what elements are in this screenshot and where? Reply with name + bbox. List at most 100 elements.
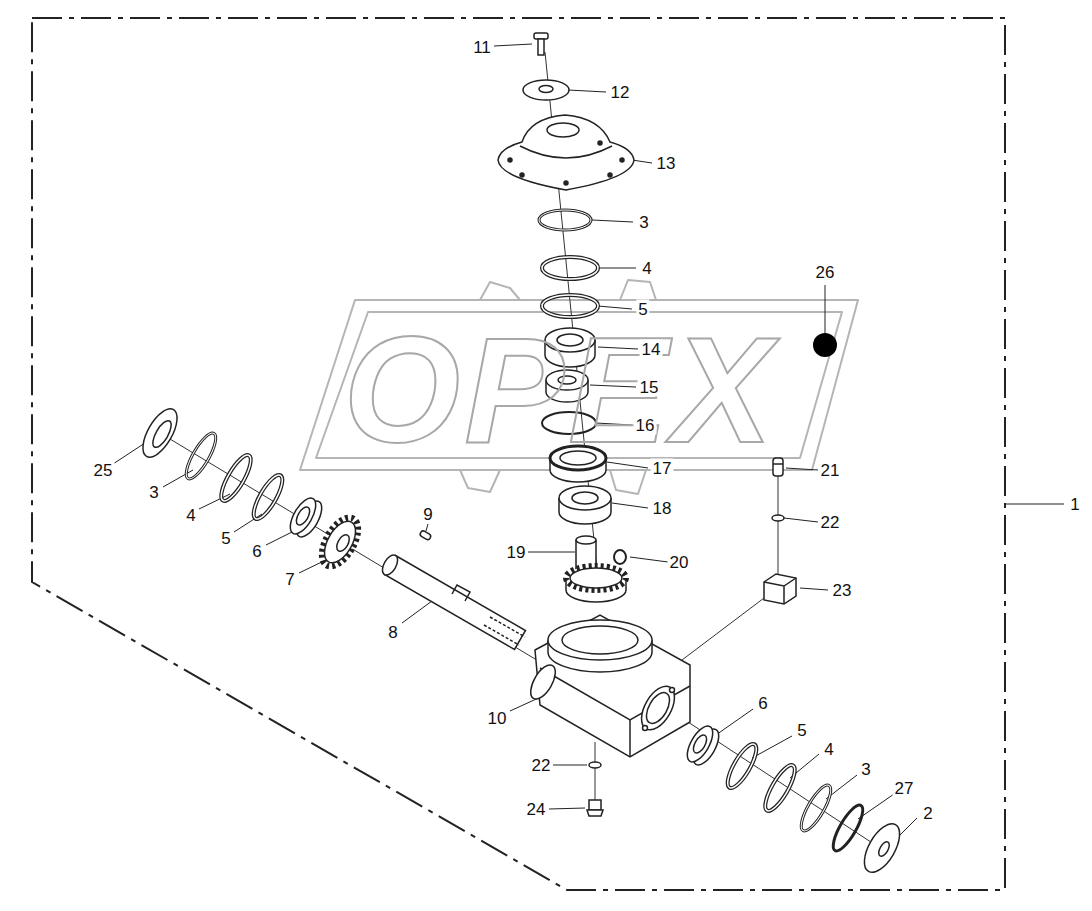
right-parts bbox=[760, 761, 800, 814]
callout-number: 9 bbox=[421, 505, 434, 524]
right-parts bbox=[796, 781, 836, 834]
part-drawing bbox=[572, 492, 598, 504]
fittings bbox=[772, 515, 784, 521]
shaft-parts bbox=[136, 404, 184, 463]
callout-number: 3 bbox=[859, 760, 872, 779]
callout-number: 21 bbox=[819, 461, 842, 480]
callout-number: 8 bbox=[386, 623, 399, 642]
shaft-parts bbox=[484, 625, 519, 645]
shaft-parts bbox=[452, 585, 470, 601]
shaft-parts bbox=[216, 451, 256, 504]
callout-number: 12 bbox=[609, 83, 632, 102]
gear-housing bbox=[635, 681, 682, 736]
axis-line bbox=[160, 52, 880, 848]
right-parts bbox=[723, 740, 762, 791]
callout-number: 15 bbox=[638, 378, 661, 397]
leader-line bbox=[113, 44, 917, 840]
leader-line bbox=[598, 306, 632, 309]
watermark-text: OPEX bbox=[344, 315, 777, 465]
part-drawing bbox=[570, 568, 622, 588]
part-drawing bbox=[520, 173, 524, 177]
fittings bbox=[587, 810, 603, 816]
callout-number: 4 bbox=[184, 506, 197, 525]
part-drawing bbox=[539, 86, 553, 93]
part-drawing bbox=[564, 181, 568, 185]
fittings bbox=[589, 800, 601, 810]
part-drawing bbox=[498, 115, 634, 190]
shaft-parts bbox=[181, 429, 221, 482]
shaft-parts bbox=[294, 505, 313, 527]
part-drawing bbox=[542, 295, 598, 317]
right-parts bbox=[877, 840, 892, 858]
shaft-parts bbox=[285, 494, 321, 538]
callout-number: 5 bbox=[795, 721, 808, 740]
leader-line bbox=[630, 557, 668, 562]
axis-line bbox=[682, 595, 768, 660]
shaft-parts bbox=[490, 617, 525, 637]
callout-number: 5 bbox=[219, 529, 232, 548]
callout-number: 14 bbox=[640, 340, 663, 359]
leader-line bbox=[426, 524, 428, 531]
leader-line bbox=[632, 160, 652, 163]
callout-number: 17 bbox=[651, 459, 674, 478]
part-drawing bbox=[598, 141, 602, 145]
right-parts bbox=[857, 818, 907, 878]
leader-line bbox=[612, 503, 648, 508]
callout-number: 4 bbox=[822, 740, 835, 759]
part-drawing bbox=[542, 257, 598, 279]
callout-number: 5 bbox=[636, 300, 649, 319]
shaft-parts bbox=[334, 533, 352, 554]
callout-number: 22 bbox=[530, 756, 553, 775]
shaft-parts bbox=[318, 516, 362, 568]
assembly-border bbox=[1005, 503, 1064, 504]
right-parts bbox=[682, 722, 907, 878]
part-drawing bbox=[566, 566, 626, 590]
callout-number: 10 bbox=[486, 709, 509, 728]
callout-number: 18 bbox=[651, 499, 674, 518]
axis-line bbox=[688, 722, 880, 848]
fittings bbox=[764, 574, 796, 604]
watermark-frame bbox=[460, 470, 500, 492]
callout-number: 20 bbox=[668, 553, 691, 572]
part-drawing bbox=[559, 486, 611, 510]
callout-number: 11 bbox=[471, 38, 493, 57]
watermark-frame bbox=[480, 282, 520, 300]
assembly-border bbox=[32, 18, 1064, 890]
callout-number: 27 bbox=[893, 779, 916, 798]
shaft-parts bbox=[149, 418, 174, 450]
leader-line bbox=[402, 601, 432, 623]
callout-number: 19 bbox=[505, 543, 528, 562]
part-drawing bbox=[614, 550, 626, 564]
gear-housing bbox=[535, 615, 690, 757]
right-parts bbox=[682, 722, 718, 766]
part-drawing bbox=[620, 158, 624, 162]
shaft-parts bbox=[216, 451, 256, 504]
right-parts bbox=[691, 733, 710, 755]
callout-number: 23 bbox=[831, 581, 854, 600]
callout-number: 6 bbox=[756, 694, 769, 713]
part-drawing bbox=[576, 536, 596, 544]
leader-line bbox=[786, 468, 818, 470]
shaft-parts bbox=[385, 556, 526, 650]
shaft-parts bbox=[419, 530, 432, 541]
callout-number: 26 bbox=[814, 263, 837, 282]
part-drawing bbox=[520, 146, 612, 158]
axis-line bbox=[778, 476, 779, 578]
callout-number: 3 bbox=[637, 213, 650, 232]
gear-housing bbox=[562, 626, 638, 654]
callout-number: 2 bbox=[921, 804, 934, 823]
part-drawing bbox=[523, 80, 569, 100]
leader-line bbox=[598, 268, 636, 269]
leader-line bbox=[234, 514, 262, 532]
gear-housing bbox=[526, 661, 561, 703]
fittings bbox=[589, 762, 601, 768]
callout-number: 22 bbox=[819, 513, 842, 532]
gear-housing bbox=[548, 620, 652, 660]
leader-line bbox=[800, 588, 828, 590]
right-parts bbox=[760, 761, 800, 814]
gear-housing bbox=[526, 615, 690, 757]
leader-line bbox=[528, 552, 575, 553]
part-drawing bbox=[508, 158, 512, 162]
callout-number: 4 bbox=[640, 259, 653, 278]
